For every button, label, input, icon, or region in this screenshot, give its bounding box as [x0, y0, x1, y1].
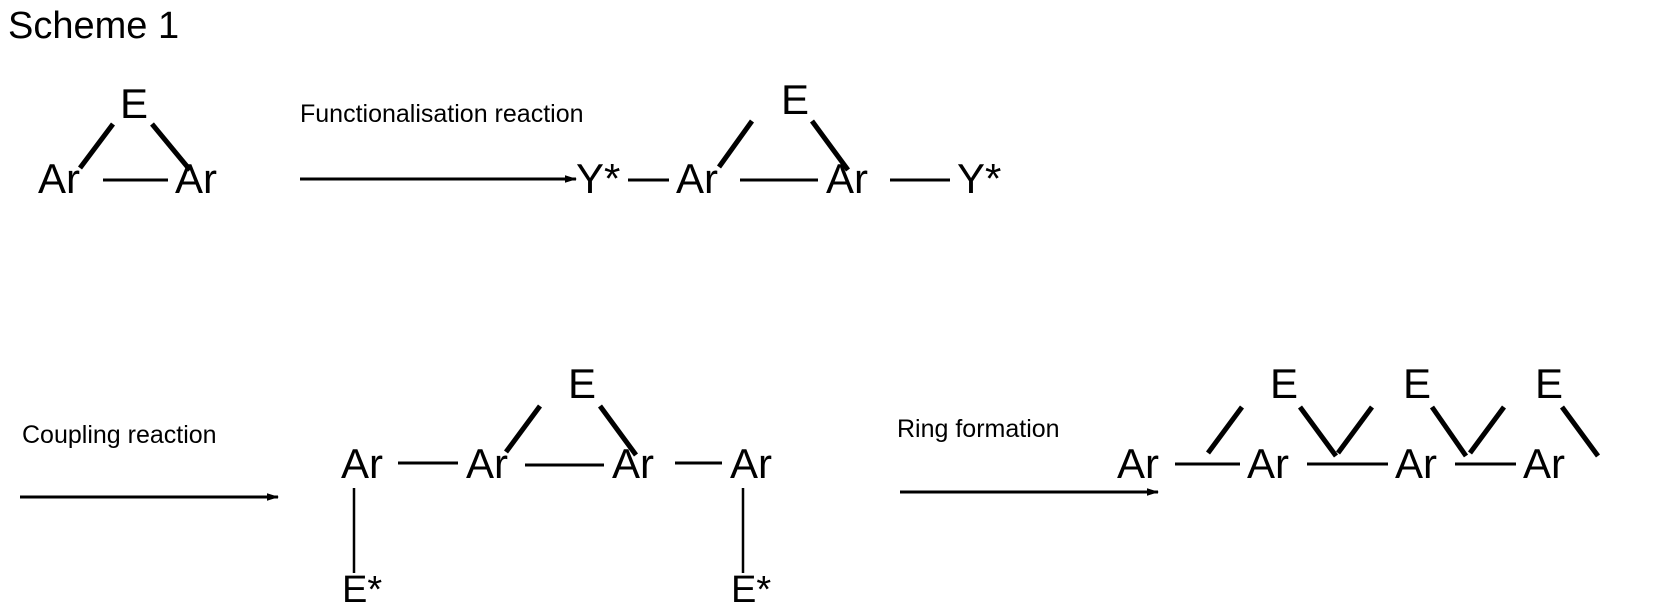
bond-bridge — [1335, 405, 1375, 455]
page-title: Scheme 1 — [8, 5, 179, 47]
atom-label-s2-ar1: Ar — [676, 155, 718, 202]
reaction-label-coupling: Coupling reaction — [22, 421, 217, 449]
atom-label-s4-ar1: Ar — [1117, 440, 1159, 487]
atom-label-s3-ar3: Ar — [612, 440, 654, 487]
bond-bridge — [1467, 405, 1507, 455]
atom-label-s2-ar2: Ar — [826, 155, 868, 202]
atom-label-s3-es1: E* — [342, 569, 382, 611]
reaction-arrow-group-ring-formation: Ring formation — [897, 415, 1159, 496]
bond-bridge — [503, 404, 543, 454]
atom-label-s3-e1: E — [568, 360, 596, 407]
bond-bridge — [1297, 405, 1339, 458]
atom-label-s3-ar1: Ar — [341, 440, 383, 487]
reaction-label-ring-formation: Ring formation — [897, 415, 1060, 443]
atom-label-s2-y1: Y* — [576, 155, 620, 202]
bond-bridge — [150, 122, 192, 172]
bond-bridge — [78, 122, 115, 170]
bond-bridge — [597, 404, 639, 457]
bond-bridge — [1205, 405, 1245, 455]
atom-label-s3-es2: E* — [731, 569, 771, 611]
structure-functionalised-product: Y* Ar Ar Y* E — [576, 76, 1001, 202]
atom-label-s4-e3: E — [1535, 360, 1563, 407]
atom-label-s1-e1: E — [120, 80, 148, 127]
structure-coupled-oligomer: Ar Ar Ar Ar E E* E* — [341, 360, 772, 611]
bond-bridge — [716, 119, 755, 169]
atom-label-s3-ar2: Ar — [466, 440, 508, 487]
reaction-arrow-group-functionalisation: Functionalisation reaction — [300, 100, 584, 183]
reaction-arrow-group-coupling: Coupling reaction — [20, 421, 279, 501]
atom-label-s4-ar3: Ar — [1395, 440, 1437, 487]
atom-label-s4-e1: E — [1270, 360, 1298, 407]
reaction-label-functionalisation: Functionalisation reaction — [300, 100, 584, 128]
atom-label-s2-y2: Y* — [957, 155, 1001, 202]
atom-label-s1-ar2: Ar — [175, 155, 217, 202]
bond-bridge — [1429, 405, 1469, 458]
atom-label-s4-ar2: Ar — [1247, 440, 1289, 487]
atom-label-s2-e1: E — [781, 76, 809, 123]
atom-label-s4-ar4: Ar — [1523, 440, 1565, 487]
atom-label-s3-ar4: Ar — [730, 440, 772, 487]
structure-ring-formed-ladder: Ar Ar Ar Ar E E E — [1117, 360, 1601, 487]
atom-label-s4-e2: E — [1403, 360, 1431, 407]
bond-bridge — [809, 119, 851, 172]
bond-bridge — [1559, 405, 1601, 458]
structure-starting-material: Ar Ar E — [38, 80, 217, 202]
atom-label-s1-ar1: Ar — [38, 155, 80, 202]
